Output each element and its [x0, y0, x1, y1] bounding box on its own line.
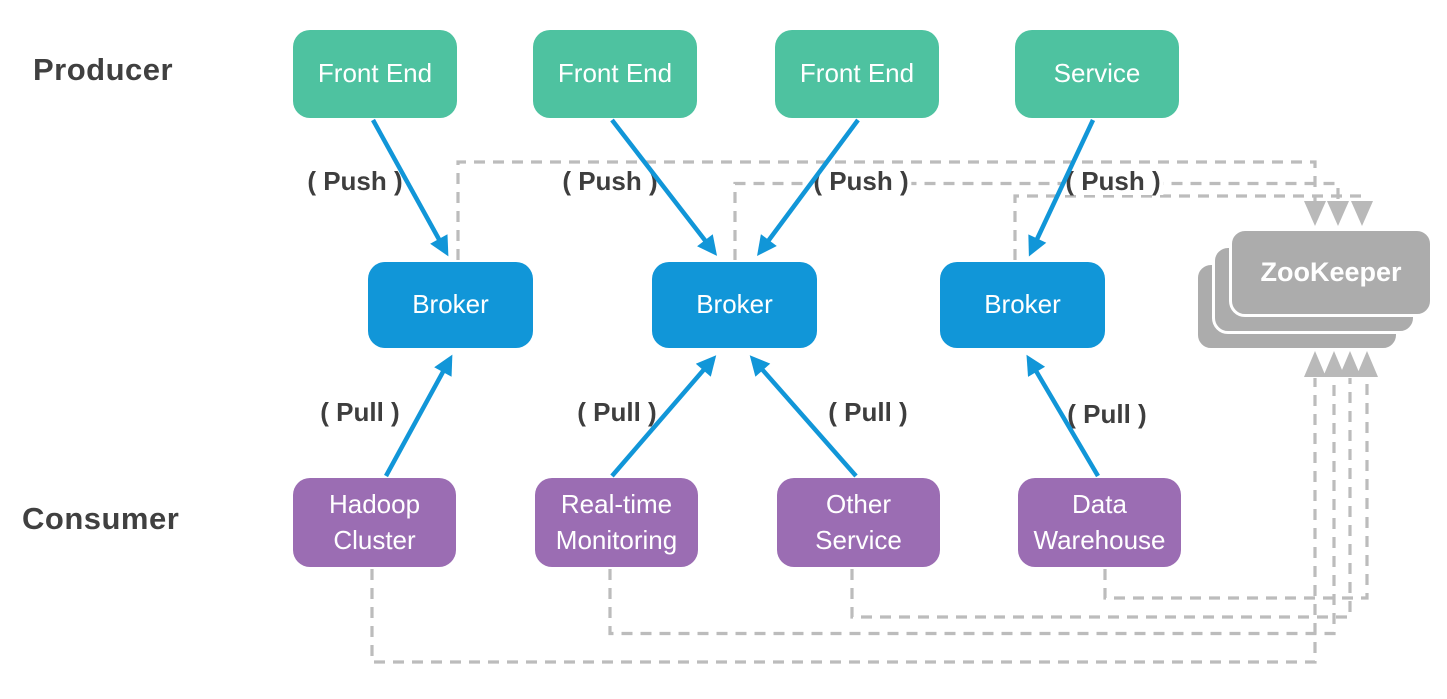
dashed-realtime-zookeeper [608, 378, 1336, 636]
push-label-3: ( Push ) [810, 167, 912, 195]
pull-label-2: ( Pull ) [577, 397, 657, 427]
consumer-box-hadoop-cluster: Hadoop Cluster [293, 478, 456, 567]
consumer-box-data-warehouse: Data Warehouse [1018, 478, 1181, 567]
producer-box-service: Service [1015, 30, 1179, 118]
push-label-1: ( Push ) [307, 166, 403, 196]
down-arrowhead-icon [1304, 201, 1326, 226]
broker-box-1: Broker [368, 262, 533, 348]
pull-label-1: ( Pull ) [320, 397, 400, 427]
broker-box-3: Broker [940, 262, 1105, 348]
consumer-row-label: Consumer [22, 501, 180, 536]
up-arrowhead-icon [1304, 351, 1326, 377]
push-label-4: ( Push ) [1062, 167, 1164, 195]
consumer-box-real-time-monitoring: Real-time Monitoring [535, 478, 698, 567]
down-arrowhead-icon [1351, 201, 1373, 226]
down-arrowhead-icon [1327, 201, 1349, 226]
zookeeper-label: ZooKeeper [1260, 257, 1402, 287]
up-arrowhead-icon [1339, 351, 1361, 377]
zookeeper-card-front: ZooKeeper [1229, 228, 1433, 317]
pull-label-4: ( Pull ) [1067, 399, 1147, 429]
consumer-box-other-service: Other Service [777, 478, 940, 567]
push-label-2: ( Push ) [562, 166, 658, 196]
producer-box-front-end-3: Front End [775, 30, 939, 118]
up-arrowhead-icon [1323, 351, 1345, 377]
pull-label-3: ( Pull ) [828, 397, 908, 427]
producer-row-label: Producer [33, 52, 174, 87]
broker-box-2: Broker [652, 262, 817, 348]
producer-box-front-end-1: Front End [293, 30, 457, 118]
producer-box-front-end-2: Front End [533, 30, 697, 118]
up-arrowhead-icon [1356, 351, 1378, 377]
